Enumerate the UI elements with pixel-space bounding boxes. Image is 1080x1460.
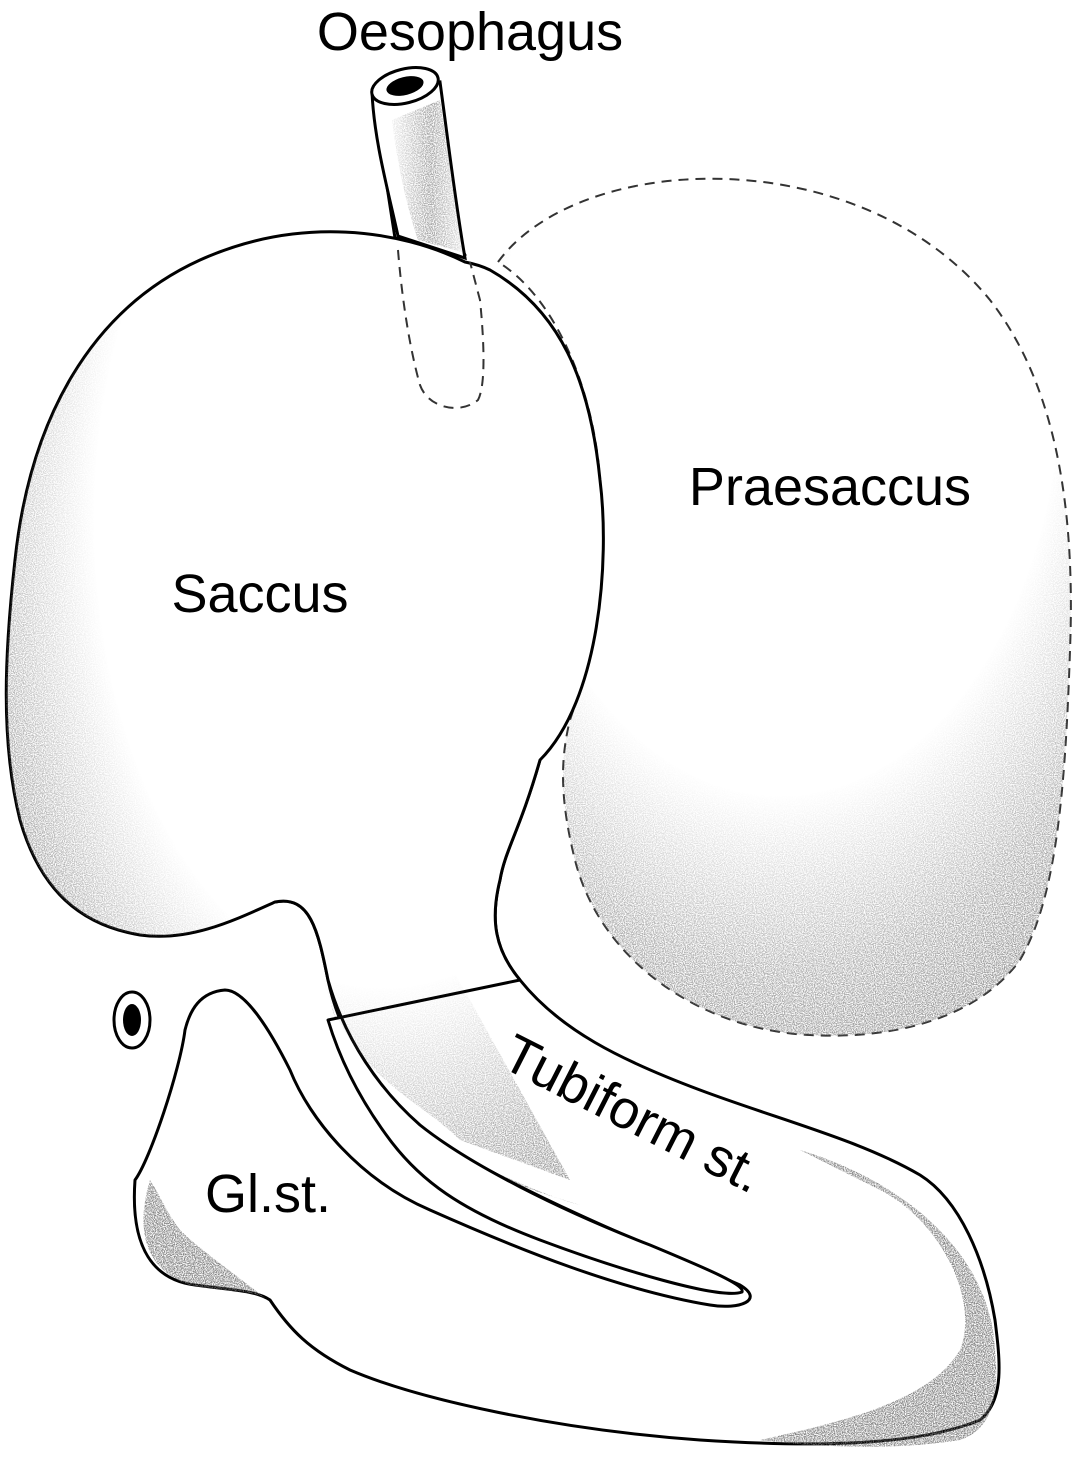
label-oesophagus: Oesophagus [317,2,623,62]
oesophagus-tube [370,66,467,261]
label-praesaccus: Praesaccus [689,457,971,517]
label-glandular: Gl.st. [205,1164,331,1224]
label-saccus: Saccus [171,564,348,624]
